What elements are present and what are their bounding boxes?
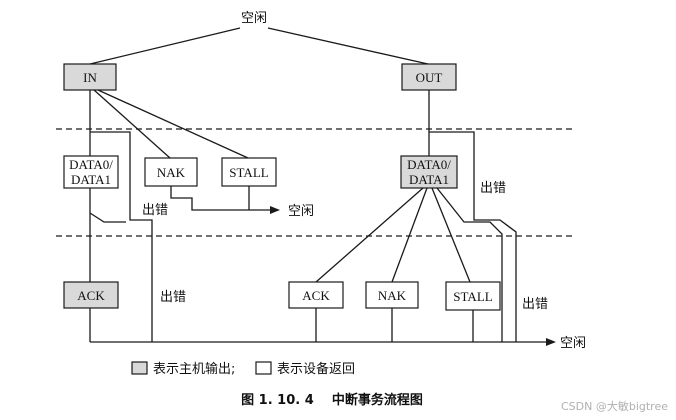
- watermark-text: CSDN @大敏bigtree: [561, 399, 668, 413]
- node-in-label: IN: [83, 70, 97, 85]
- legend-device-swatch: [255, 361, 272, 375]
- legend-host-swatch: [131, 361, 148, 375]
- label-top-idle: 空闲: [241, 11, 267, 26]
- node-in-ack: [63, 281, 119, 309]
- label-error-1: 出错: [142, 203, 168, 218]
- edge-out-data-to-nak: [391, 187, 428, 283]
- node-in-data-line1: DATA0/: [69, 157, 113, 172]
- edge-out-data-error: [436, 187, 503, 342]
- legend-device-label: 表示设备返回: [277, 361, 355, 377]
- node-in-data-line2: DATA1: [71, 172, 111, 187]
- label-error-4: 出错: [522, 297, 548, 312]
- arrow-to-idle-bottom: [546, 338, 556, 346]
- label-error-2: 出错: [160, 290, 186, 305]
- node-in: [63, 63, 117, 91]
- edge-out-data-to-ack: [315, 187, 424, 283]
- node-out-ack: [288, 281, 344, 309]
- node-out-data-line2: DATA1: [409, 172, 449, 187]
- node-in-nak: [144, 157, 198, 187]
- edge-in-to-nak: [93, 89, 171, 159]
- node-out-nak-label: NAK: [378, 288, 407, 303]
- legend-host-label: 表示主机输出;: [153, 361, 235, 377]
- edge-in-to-stall: [97, 89, 249, 159]
- figure-caption: 图 1. 10. 4 中断事务流程图: [241, 392, 423, 408]
- node-out-stall: [445, 281, 501, 311]
- edge-out-error-path: [429, 131, 517, 342]
- node-in-stall-label: STALL: [229, 165, 268, 180]
- edge-out-data-to-stall: [431, 187, 471, 283]
- label-idle-bottom: 空闲: [560, 336, 586, 351]
- edge-nak-to-idle: [170, 186, 272, 211]
- edge-idle-to-out: [267, 27, 429, 65]
- label-idle-mid: 空闲: [288, 204, 314, 219]
- node-in-nak-label: NAK: [157, 165, 186, 180]
- node-in-data: [63, 155, 119, 189]
- node-out-stall-label: STALL: [453, 289, 492, 304]
- node-out-label: OUT: [416, 70, 443, 85]
- node-out-nak: [365, 281, 419, 309]
- node-out-ack-label: ACK: [302, 288, 330, 303]
- node-in-ack-label: ACK: [77, 288, 105, 303]
- edge-in-data-branch: [89, 212, 126, 223]
- node-out-data-line1: DATA0/: [407, 157, 451, 172]
- edge-in-error-path: [90, 131, 153, 342]
- edge-idle-to-in: [89, 27, 241, 65]
- node-out-data: [400, 155, 458, 189]
- label-error-3: 出错: [480, 181, 506, 196]
- arrow-to-idle-mid: [270, 206, 280, 214]
